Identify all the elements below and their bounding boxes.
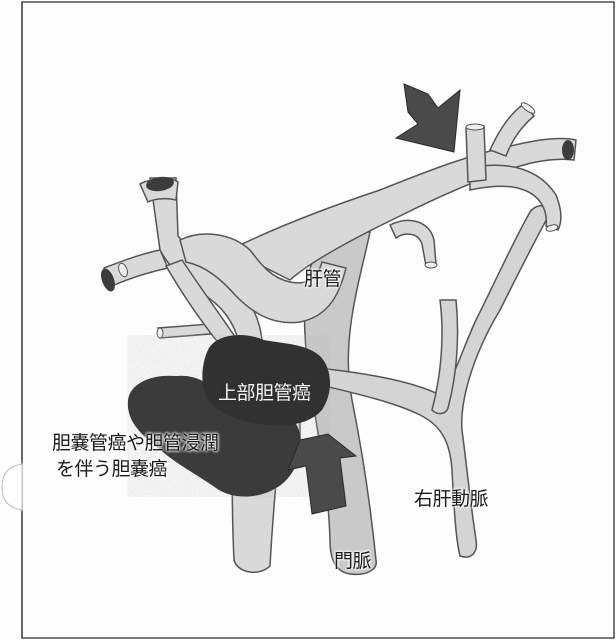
arrow-top xyxy=(396,84,460,152)
hepatic-duct-label: 肝管 xyxy=(304,264,341,291)
tab-notch xyxy=(2,464,22,510)
upper-bile-duct-cancer-label: 上部胆管癌 xyxy=(218,378,311,405)
right-hepatic-artery-label: 右肝動脈 xyxy=(414,484,488,511)
gallbladder-cancer-label-line1: 胆嚢管癌や胆管浸潤 xyxy=(52,428,219,455)
gallbladder-cancer-label-line2: を伴う胆嚢癌 xyxy=(56,454,167,481)
portal-vein-label: 門脈 xyxy=(334,546,371,573)
